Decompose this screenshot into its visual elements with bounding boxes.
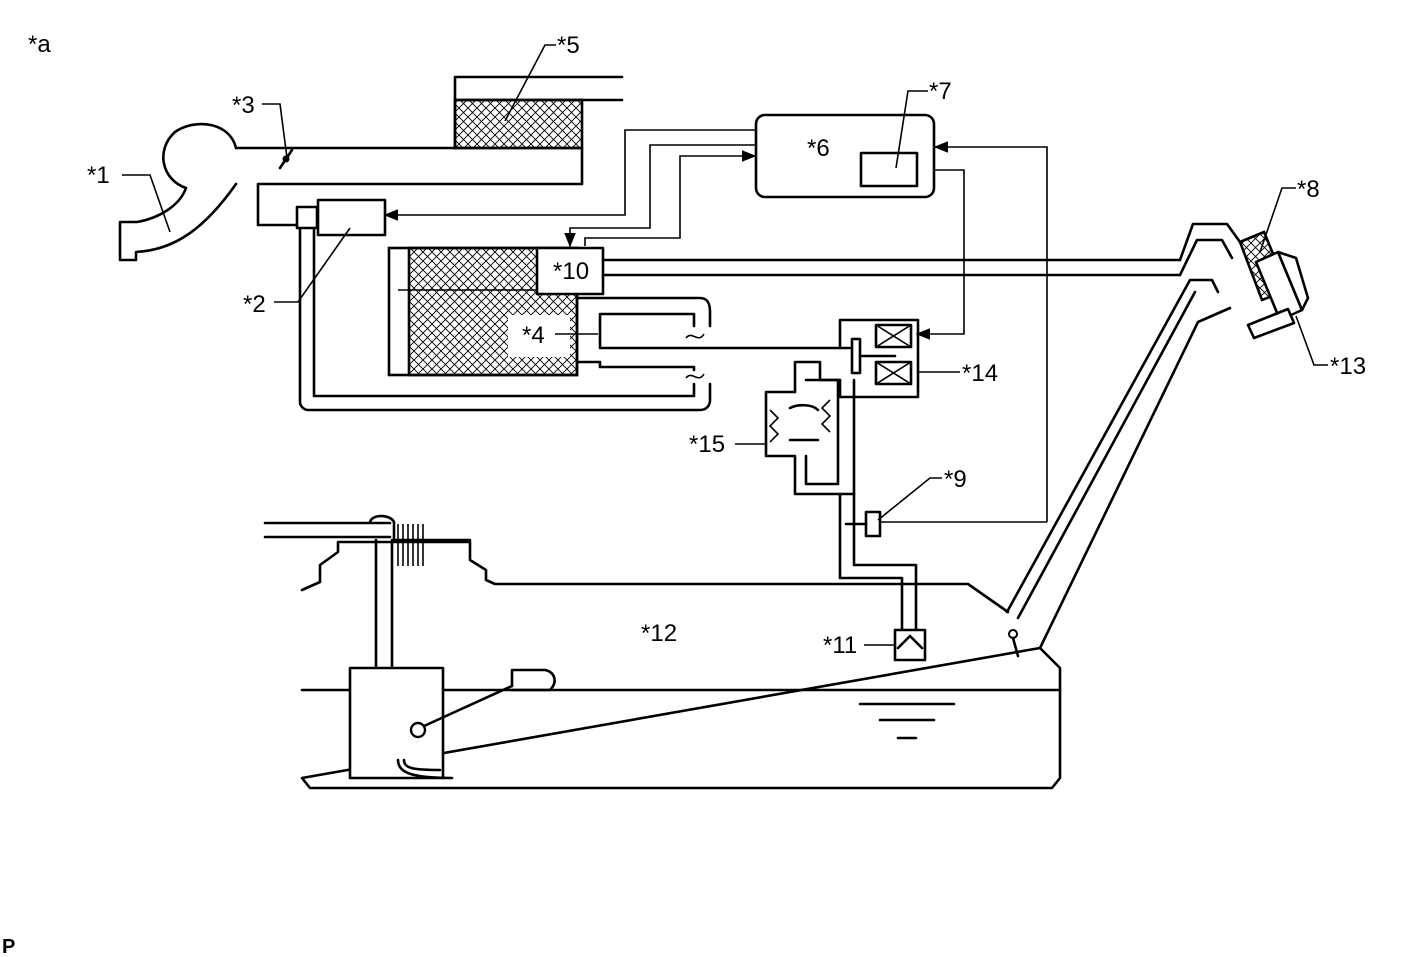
callout-8: *8 <box>1297 176 1320 203</box>
fuel-filler-pipe <box>1005 222 1242 650</box>
purge-vsv <box>316 198 387 237</box>
signal-wires <box>383 129 1048 523</box>
callout-3: *3 <box>232 92 255 119</box>
purge-vsv-port <box>295 205 319 230</box>
callout-14: *14 <box>962 360 998 387</box>
ecm-internal-sensor-box <box>859 151 919 188</box>
callout-15: *15 <box>689 431 725 458</box>
fuel-pump-sender <box>263 514 556 780</box>
callout-6: *6 <box>807 135 830 162</box>
callout-7: *7 <box>929 78 952 105</box>
leak-detection-pump <box>793 318 920 399</box>
callout-11: *11 <box>823 632 857 659</box>
callout-10: *10 <box>553 258 589 285</box>
callout-5: *5 <box>557 32 580 59</box>
callout-12: *12 <box>641 620 677 647</box>
callout-leaders <box>122 44 1328 646</box>
callout-2: *2 <box>243 291 266 318</box>
callout-1: *1 <box>87 162 110 189</box>
fuel-cap <box>1238 230 1310 340</box>
intake-manifold-surge-tank <box>118 122 238 262</box>
callout-4: *4 <box>522 322 545 349</box>
throttle-valve <box>278 148 294 170</box>
corner-label: *a <box>28 31 51 58</box>
callout-13: *13 <box>1330 353 1366 380</box>
canister-pump-module <box>535 246 605 296</box>
intake-air-pipe <box>234 75 624 186</box>
callout-9: *9 <box>944 466 967 493</box>
pressure-sensor <box>864 510 882 538</box>
footer-code: P <box>2 936 15 957</box>
purge-line <box>256 182 300 227</box>
